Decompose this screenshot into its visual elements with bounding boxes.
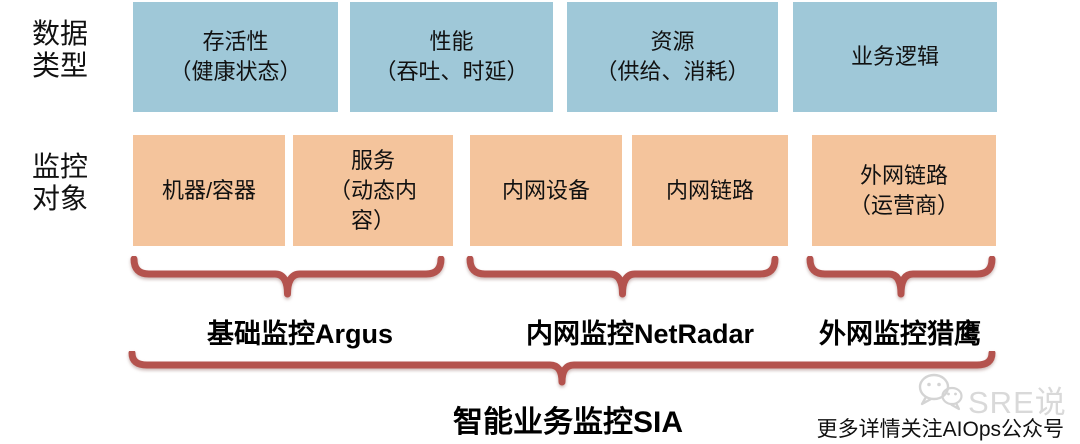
- brace-path: [806, 256, 996, 298]
- watermark-brand: SRE说: [968, 385, 1067, 420]
- brace-path: [128, 351, 996, 386]
- group-label-falcon: 外网监控猎鹰: [819, 319, 981, 349]
- overall-label-sia: 智能业务监控SIA: [452, 406, 683, 439]
- data-type-box-liveness-label: 存活性 （健康状态）: [169, 29, 302, 84]
- data-type-box-liveness: 存活性 （健康状态）: [133, 2, 338, 112]
- data-type-box-resource: 资源 （供给、消耗）: [567, 2, 778, 112]
- data-type-box-resource-label: 资源 （供给、消耗）: [595, 29, 750, 84]
- object-box-service-label: 服务 （动态内 容）: [328, 147, 417, 233]
- data-type-box-business-logic-label: 业务逻辑: [850, 44, 939, 69]
- data-type-box-business-logic: 业务逻辑: [793, 2, 997, 112]
- data-type-box-performance-label: 性能 （吞吐、时延）: [374, 29, 529, 84]
- object-box-intranet-device: 内网设备: [470, 135, 622, 246]
- row-label-data-type: 数据 类型: [31, 18, 88, 81]
- object-box-external-link-label: 外网链路 （运营商）: [848, 162, 959, 218]
- brace-basic-monitoring: [130, 256, 445, 298]
- group-label-argus: 基础监控Argus: [206, 319, 393, 349]
- brace-overall-sia: [128, 351, 996, 386]
- wechat-icon: [918, 373, 963, 411]
- group-label-netradar: 内网监控NetRadar: [525, 319, 755, 349]
- brace-external-monitoring: [806, 256, 996, 298]
- object-box-external-link: 外网链路 （运营商）: [812, 135, 996, 246]
- row-label-monitor-object: 监控 对象: [31, 151, 88, 214]
- object-box-intranet-link: 内网链路: [632, 135, 788, 246]
- object-box-machine-container-label: 机器/容器: [161, 177, 257, 203]
- watermark-note: 更多详情关注AIOps公众号: [816, 418, 1064, 441]
- object-box-machine-container: 机器/容器: [133, 135, 285, 246]
- brace-intranet-monitoring: [466, 256, 779, 298]
- object-box-intranet-device-label: 内网设备: [501, 177, 590, 203]
- object-box-intranet-link-label: 内网链路: [665, 177, 754, 203]
- brace-path: [130, 256, 445, 298]
- object-box-service: 服务 （动态内 容）: [293, 135, 453, 246]
- brace-path: [466, 256, 779, 298]
- data-type-box-performance: 性能 （吞吐、时延）: [350, 2, 553, 112]
